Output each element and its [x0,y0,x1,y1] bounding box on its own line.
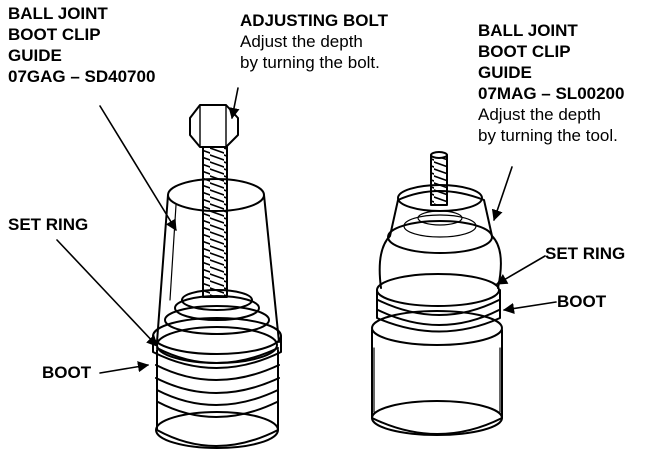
right-guide-part-number: 07MAG – SL00200 [478,84,625,103]
adjusting-bolt-left [189,104,239,298]
right-boot-cylinder [371,310,503,436]
leader-left-guide [99,105,177,231]
left-guide-name-line-2: BOOT CLIP [8,25,101,44]
left-boot-cylinder [155,326,280,449]
right-guide-label: BALL JOINT BOOT CLIP GUIDE 07MAG – SL002… [478,20,624,146]
right-guide-name-line-3: GUIDE [478,63,532,82]
right-guide-note-line-2: by turning the tool. [478,126,618,145]
right-threaded-stud [430,151,448,206]
right-guide-name-line-2: BOOT CLIP [478,42,571,61]
right-set-ring [376,273,501,333]
left-guide-part-number: 07GAG – SD40700 [8,67,156,86]
left-assembly [152,104,282,449]
boot-right-label: BOOT [557,292,607,311]
adjusting-bolt-label: ADJUSTING BOLT Adjust the depth by turni… [240,10,388,73]
adjusting-bolt-note-line-2: by turning the bolt. [240,53,380,72]
left-guide-name-line-3: GUIDE [8,46,62,65]
leader-set-ring-left [56,239,158,347]
boot-left-label: BOOT [42,363,92,382]
right-assembly [371,151,503,436]
right-guide-note-line-1: Adjust the depth [478,105,601,124]
leader-boot-left [99,361,150,374]
left-guide-label: BALL JOINT BOOT CLIP GUIDE 07GAG – SD407… [8,3,155,87]
leader-adjusting-bolt [228,87,240,120]
leader-boot-right [502,301,557,315]
right-guide-name-line-1: BALL JOINT [478,21,578,40]
adjusting-bolt-note-line-1: Adjust the depth [240,32,363,51]
set-ring-right-label: SET RING [545,244,626,263]
set-ring-left-label: SET RING [8,215,89,234]
leader-lines [56,87,557,374]
leader-set-ring-right [496,255,546,285]
leader-right-guide [491,166,513,222]
adjusting-bolt-title: ADJUSTING BOLT [240,11,388,30]
left-guide-name-line-1: BALL JOINT [8,4,108,23]
